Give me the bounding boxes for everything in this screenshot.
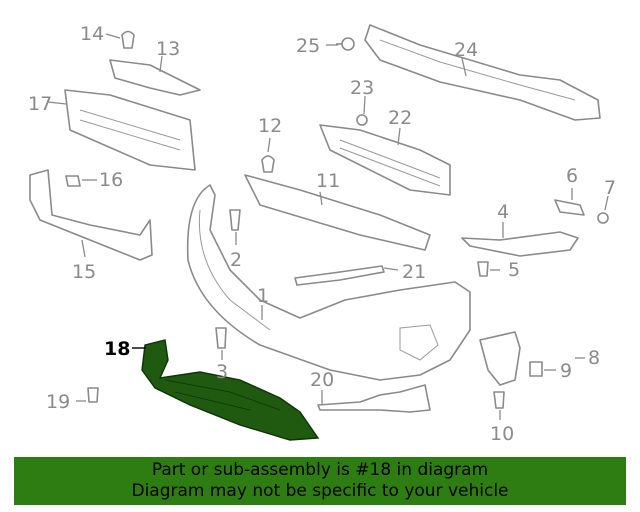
callout-9[interactable]: 9 (560, 360, 572, 382)
callout-8[interactable]: 8 (588, 347, 600, 369)
callout-21[interactable]: 21 (402, 261, 426, 283)
callout-7[interactable]: 7 (604, 177, 616, 199)
part-19-bolt[interactable] (87, 387, 99, 403)
callout-17[interactable]: 17 (28, 93, 52, 115)
callout-4[interactable]: 4 (497, 201, 509, 223)
part-4-bracket[interactable] (461, 231, 579, 257)
banner-line-1: Part or sub-assembly is #18 in diagram (151, 460, 489, 480)
part-23-screw[interactable] (356, 114, 368, 126)
callout-2[interactable]: 2 (230, 249, 242, 271)
part-18-under-cover[interactable] (141, 339, 320, 441)
part-5-screw[interactable] (477, 261, 489, 277)
callout-13[interactable]: 13 (156, 38, 180, 60)
part-11-upper-trim[interactable] (244, 174, 431, 251)
part-17-absorber[interactable] (64, 89, 196, 171)
part-22-grille[interactable] (319, 124, 451, 196)
part-20-lower-strip[interactable] (317, 384, 431, 413)
part-12-clip[interactable] (261, 155, 275, 173)
callout-16[interactable]: 16 (99, 169, 123, 191)
part-7-screw[interactable] (597, 212, 609, 224)
part-16-clip[interactable] (65, 175, 81, 187)
part-8-bracket[interactable] (479, 331, 521, 386)
callout-11[interactable]: 11 (316, 170, 340, 192)
part-13-bracket[interactable] (109, 59, 201, 96)
callout-25[interactable]: 25 (296, 35, 320, 57)
callout-10[interactable]: 10 (490, 423, 514, 445)
parts-diagram: 14 13 17 25 24 23 22 12 16 11 6 7 4 2 5 … (28, 23, 616, 445)
info-banner: Part or sub-assembly is #18 in diagram D… (14, 457, 626, 505)
part-10-screw[interactable] (493, 391, 505, 409)
callout-15[interactable]: 15 (72, 261, 96, 283)
banner-line-2: Diagram may not be specific to your vehi… (131, 481, 509, 501)
callout-14[interactable]: 14 (80, 23, 104, 45)
callout-1[interactable]: 1 (257, 285, 269, 307)
leader-lines (47, 33, 609, 420)
part-24-bumper-beam[interactable] (364, 24, 601, 121)
callout-20[interactable]: 20 (310, 369, 334, 391)
part-14-clip[interactable] (121, 30, 135, 49)
callout-24[interactable]: 24 (454, 39, 478, 61)
part-1-bumper-cover[interactable] (186, 184, 471, 381)
part-15-bracket[interactable] (29, 169, 153, 261)
part-6-clip[interactable] (554, 199, 585, 216)
part-25-bolt[interactable] (336, 37, 355, 51)
callout-23[interactable]: 23 (350, 77, 374, 99)
callout-3[interactable]: 3 (216, 361, 228, 383)
part-3-screw[interactable] (215, 327, 227, 349)
callout-12[interactable]: 12 (258, 115, 282, 137)
callout-22[interactable]: 22 (388, 107, 412, 129)
callout-5[interactable]: 5 (508, 259, 520, 281)
part-9-clip[interactable] (529, 361, 543, 377)
part-21-strip[interactable] (294, 265, 385, 286)
callout-19[interactable]: 19 (46, 391, 70, 413)
part-2-bolt[interactable] (229, 209, 241, 231)
callout-6[interactable]: 6 (566, 165, 578, 187)
callout-18-highlighted[interactable]: 18 (104, 338, 130, 360)
